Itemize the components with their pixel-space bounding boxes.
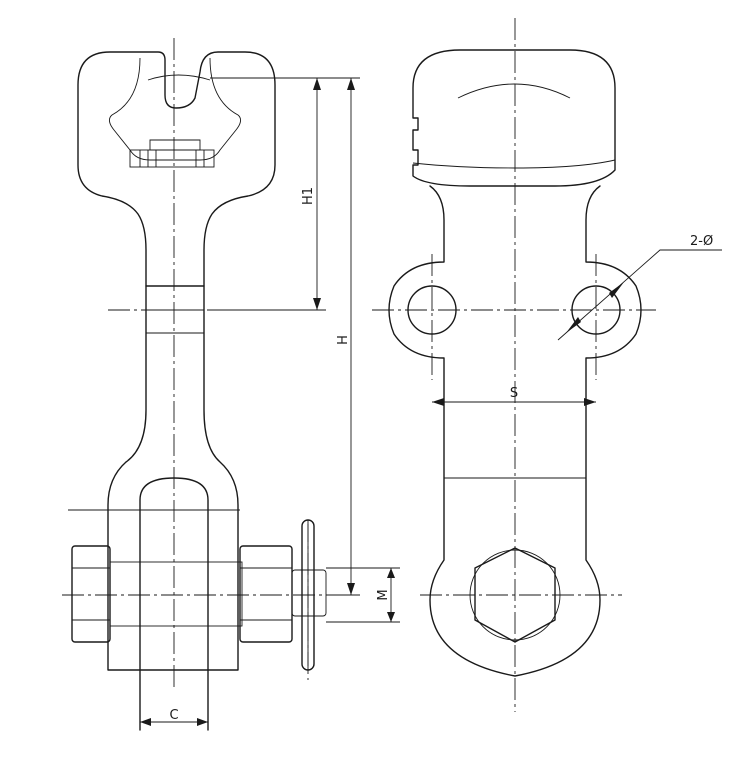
nut [239, 545, 293, 643]
locking-block [129, 149, 215, 168]
socket-head-outline [77, 51, 276, 287]
bolt-head [71, 545, 111, 643]
socket-arc [147, 74, 211, 81]
socket-cap [412, 49, 616, 187]
yoke-body [388, 185, 642, 677]
dimensions [140, 77, 596, 726]
hex-nut-front [474, 547, 556, 643]
bolt-thread-end [291, 569, 327, 617]
label-s: S [510, 386, 518, 401]
label-c: C [169, 708, 178, 723]
label-hole: 2-Ø [690, 234, 713, 249]
side-view [62, 38, 340, 731]
front-view [372, 18, 722, 712]
label-h: H [336, 335, 351, 345]
label-m: M [376, 589, 391, 600]
label-h1: H1 [301, 187, 316, 205]
socket-slot [109, 57, 241, 161]
shank [107, 285, 239, 671]
bolt-shank [109, 561, 243, 627]
